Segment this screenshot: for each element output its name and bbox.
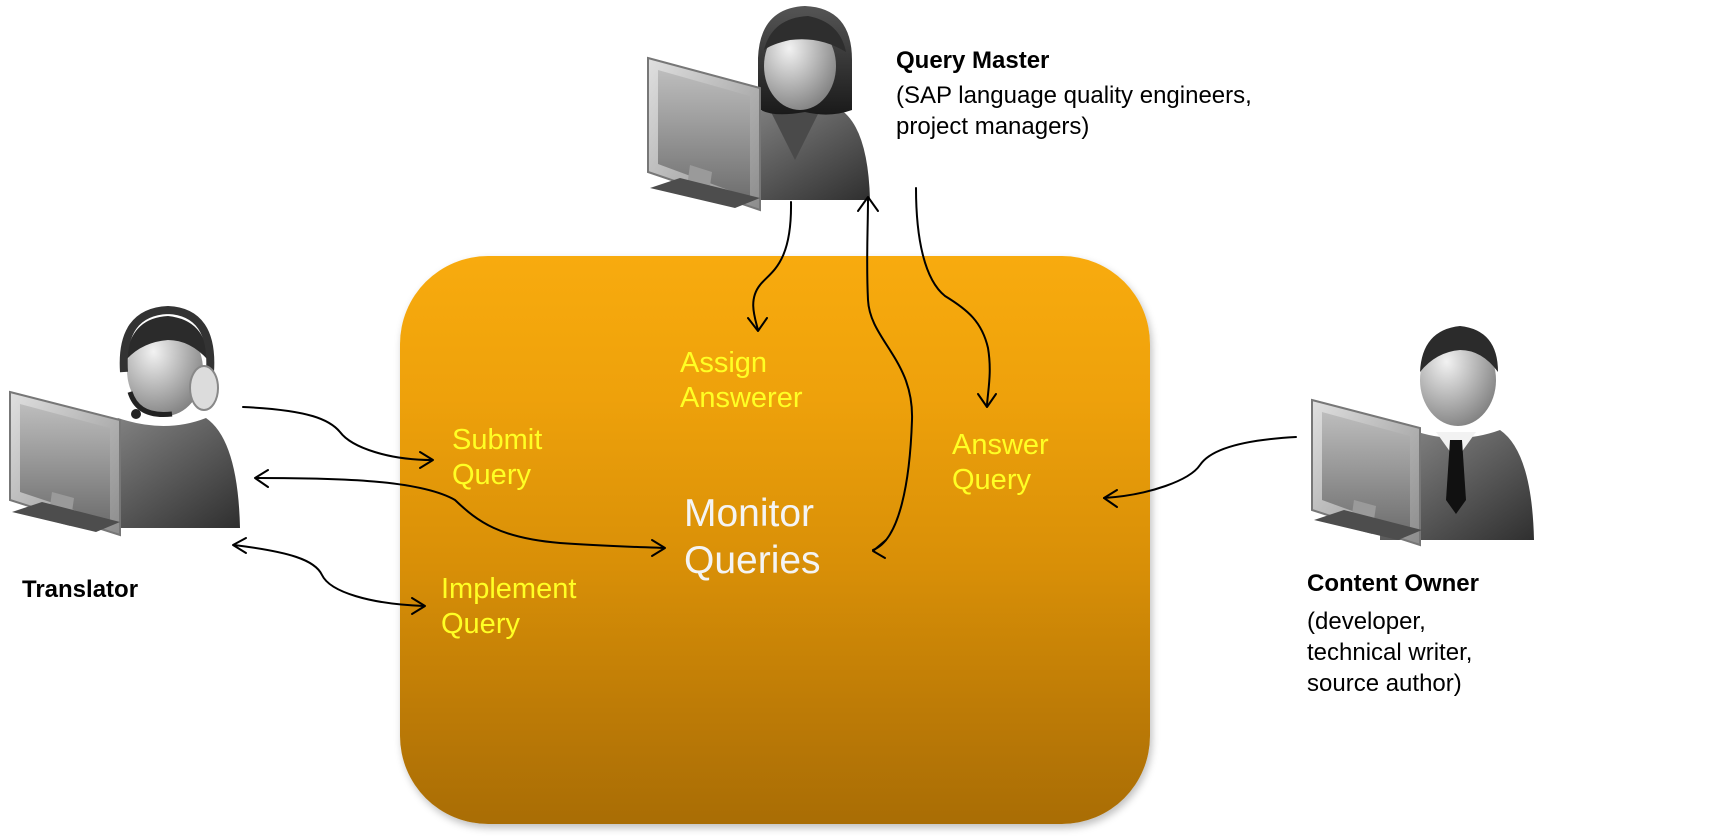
implement-query-label: Implement Query — [441, 573, 577, 640]
arrow-translator-to-submit — [242, 406, 433, 461]
arrowhead-query-master — [857, 196, 879, 212]
answer-query-label: Answer Query — [952, 429, 1049, 496]
arrow-query-master-to-answer — [915, 187, 991, 406]
arrowhead-monitor — [651, 539, 666, 557]
monitor-queries-label: Monitor Queries — [684, 492, 821, 582]
content-owner-icon — [1311, 326, 1534, 547]
arrow-monitor-to-query-master — [866, 197, 914, 551]
arrow-monitor-to-translator — [255, 477, 665, 549]
translator-title: Translator — [22, 576, 139, 603]
query-master-title: Query Master — [896, 47, 1050, 74]
query-process-box — [400, 256, 1150, 824]
arrowhead-translator-bottom — [232, 537, 247, 554]
assign-answerer-label: Assign Answerer — [680, 347, 803, 414]
submit-query-label: Submit Query — [452, 424, 543, 491]
query-master-description: (SAP language quality engineers, project… — [896, 82, 1252, 140]
arrowhead-assign — [747, 317, 768, 332]
arrow-query-master-to-assign — [752, 201, 793, 331]
arrowhead-monitor-back — [872, 539, 887, 559]
arrowhead-answer — [977, 393, 997, 408]
query-master-icon — [647, 6, 870, 212]
arrowhead-translator-top — [254, 469, 269, 488]
arrow-content-owner-to-answer — [1103, 436, 1297, 499]
arrowhead-submit — [419, 451, 434, 469]
arrowhead-answer-right — [1103, 489, 1118, 508]
arrowhead-implement — [411, 597, 426, 615]
content-owner-description: (developer, technical writer, source aut… — [1307, 608, 1473, 697]
content-owner-title: Content Owner — [1307, 570, 1479, 597]
translator-icon — [9, 305, 240, 537]
arrow-translator-to-implement — [233, 544, 425, 607]
